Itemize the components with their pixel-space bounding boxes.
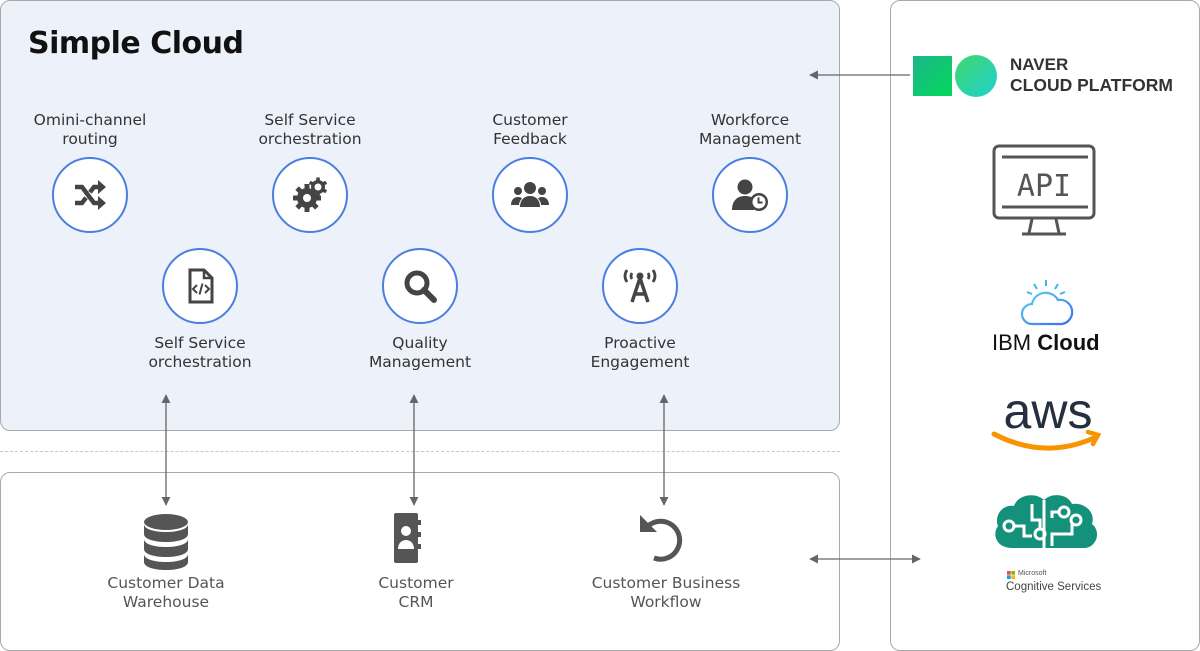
users-group-icon: [511, 182, 549, 207]
label-line: orchestration: [148, 353, 252, 371]
label-line: Quality: [392, 334, 448, 352]
service-label-proactive: Proactive Engagement: [550, 334, 730, 372]
label-line: Omini-channel: [33, 111, 147, 129]
label-line: Management: [698, 130, 802, 148]
service-node-self-service-1[interactable]: [272, 157, 348, 233]
naver-line1: NAVER: [1010, 55, 1069, 74]
service-label-self-service-2: Self Service orchestration: [110, 334, 290, 372]
microsoft-logo-icon: [1007, 571, 1015, 579]
label-line: CRM: [398, 593, 434, 611]
label-line: Management: [368, 353, 472, 371]
cloud-text: Cloud: [1037, 330, 1100, 355]
label-line: Warehouse: [122, 593, 210, 611]
service-label-self-service-1: Self Service orchestration: [220, 111, 400, 149]
service-node-workforce[interactable]: [712, 157, 788, 233]
label-line: Customer Business: [591, 574, 741, 592]
aws-logo: aws: [991, 383, 1102, 451]
api-label: API: [1017, 169, 1071, 204]
code-file-icon: [188, 268, 214, 304]
label-line: orchestration: [258, 130, 362, 148]
naver-line2: CLOUD PLATFORM: [1010, 75, 1173, 95]
service-node-self-service-2[interactable]: [162, 248, 238, 324]
user-clock-icon: [732, 179, 768, 211]
service-node-quality[interactable]: [382, 248, 458, 324]
label-line: routing: [62, 130, 118, 148]
api-monitor-icon: API: [992, 144, 1096, 236]
label-line: Self Service: [154, 334, 246, 352]
ibm-text: IBM: [992, 330, 1032, 355]
undo-icon: [640, 515, 683, 562]
ibm-cloud-icon: [1020, 280, 1074, 326]
backend-label-crm: Customer CRM: [316, 574, 516, 612]
contact-book-icon: [394, 513, 421, 563]
antenna-icon: [623, 269, 657, 303]
section-divider: [0, 451, 840, 452]
gears-icon: [293, 177, 328, 212]
search-icon: [404, 270, 437, 303]
microsoft-brand: Microsoft: [1018, 570, 1047, 577]
simple-cloud-panel: [0, 0, 840, 431]
cognitive-services-label: Cognitive Services: [1006, 581, 1102, 593]
naver-wordmark: NAVER CLOUD PLATFORM: [1010, 55, 1173, 95]
label-line: Customer: [492, 111, 568, 129]
label-line: Self Service: [264, 111, 356, 129]
service-node-proactive[interactable]: [602, 248, 678, 324]
service-label-quality: Quality Management: [330, 334, 510, 372]
service-node-customer-feedback[interactable]: [492, 157, 568, 233]
service-label-customer-feedback: Customer Feedback: [440, 111, 620, 149]
backend-label-workflow: Customer Business Workflow: [566, 574, 766, 612]
label-line: Workflow: [630, 593, 702, 611]
backend-label-data-warehouse: Customer Data Warehouse: [66, 574, 266, 612]
aws-wordmark: aws: [1004, 383, 1093, 439]
backend-systems-panel: [0, 472, 840, 651]
label-line: Customer: [378, 574, 454, 592]
naver-cloud-logo: [913, 55, 997, 97]
service-label-workforce: Workforce Management: [660, 111, 840, 149]
cognitive-services-brain-icon: [995, 495, 1098, 550]
label-line: Engagement: [590, 353, 690, 371]
label-line: Workforce: [710, 111, 790, 129]
service-node-omnichannel[interactable]: [52, 157, 128, 233]
ibm-cloud-wordmark: IBM Cloud: [992, 330, 1100, 356]
label-line: Customer Data: [107, 574, 225, 592]
service-label-omnichannel: Omini-channel routing: [0, 111, 180, 149]
shuffle-icon: [75, 180, 106, 210]
database-icon: [144, 514, 188, 570]
diagram-title: Simple Cloud: [28, 26, 244, 61]
label-line: Proactive: [604, 334, 676, 352]
label-line: Feedback: [493, 130, 567, 148]
